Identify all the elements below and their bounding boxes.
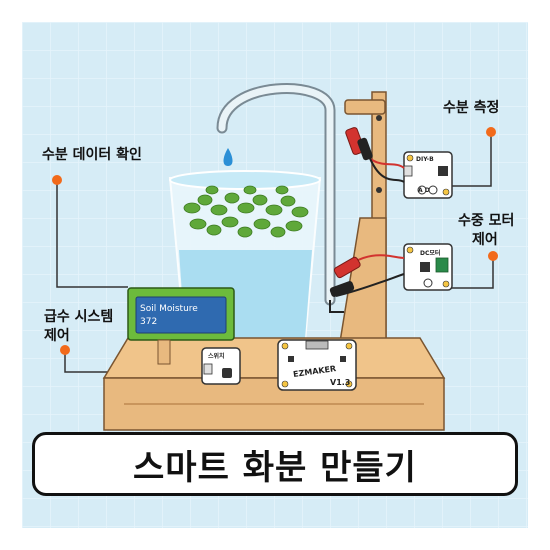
callout-dot xyxy=(52,175,62,185)
callout-dots xyxy=(52,127,498,355)
motor-module xyxy=(403,243,453,291)
callout-dot xyxy=(486,127,496,137)
water-drop-icon xyxy=(223,148,233,166)
callout-water-system-line2: 제어 xyxy=(44,328,70,344)
ezmaker-board xyxy=(277,339,357,391)
callout-moisture-measure: 수분 측정 xyxy=(443,100,500,116)
callout-dot xyxy=(60,345,70,355)
callout-check-data: 수분 데이터 확인 xyxy=(42,147,142,163)
switch-module xyxy=(201,347,241,385)
callout-pump-control-line1: 수중 모터 xyxy=(458,213,515,229)
switch-module-label: 스위치 xyxy=(208,353,225,360)
wooden-stand xyxy=(339,91,387,343)
lcd-line2: 372 xyxy=(140,317,158,327)
moisture-sensor-pins: A D xyxy=(418,187,430,194)
callout-water-system-line1: 급수 시스템 xyxy=(44,309,114,325)
callout-pump-control-line2: 제어 xyxy=(472,232,498,248)
motor-module-label: DC모터 xyxy=(420,250,441,257)
page-title: 스마트 화분 만들기 xyxy=(133,447,417,488)
wooden-base xyxy=(102,337,446,431)
callout-dot xyxy=(488,251,498,261)
title-banner: 스마트 화분 만들기 xyxy=(32,432,518,496)
lcd-display xyxy=(127,287,235,365)
moisture-sensor-module xyxy=(403,151,453,199)
alligator-clip-icon xyxy=(329,127,373,297)
callout-pump-control: 수중 모터 제어 xyxy=(458,212,514,250)
lcd-screen-text: Soil Moisture 372 xyxy=(140,303,228,331)
callout-water-system: 급수 시스템 제어 xyxy=(44,308,113,346)
moisture-sensor-label: DIY-B xyxy=(416,156,434,163)
lcd-line1: Soil Moisture xyxy=(140,304,198,314)
board-version: V1.3 xyxy=(330,378,351,387)
plant-icon xyxy=(183,185,309,238)
